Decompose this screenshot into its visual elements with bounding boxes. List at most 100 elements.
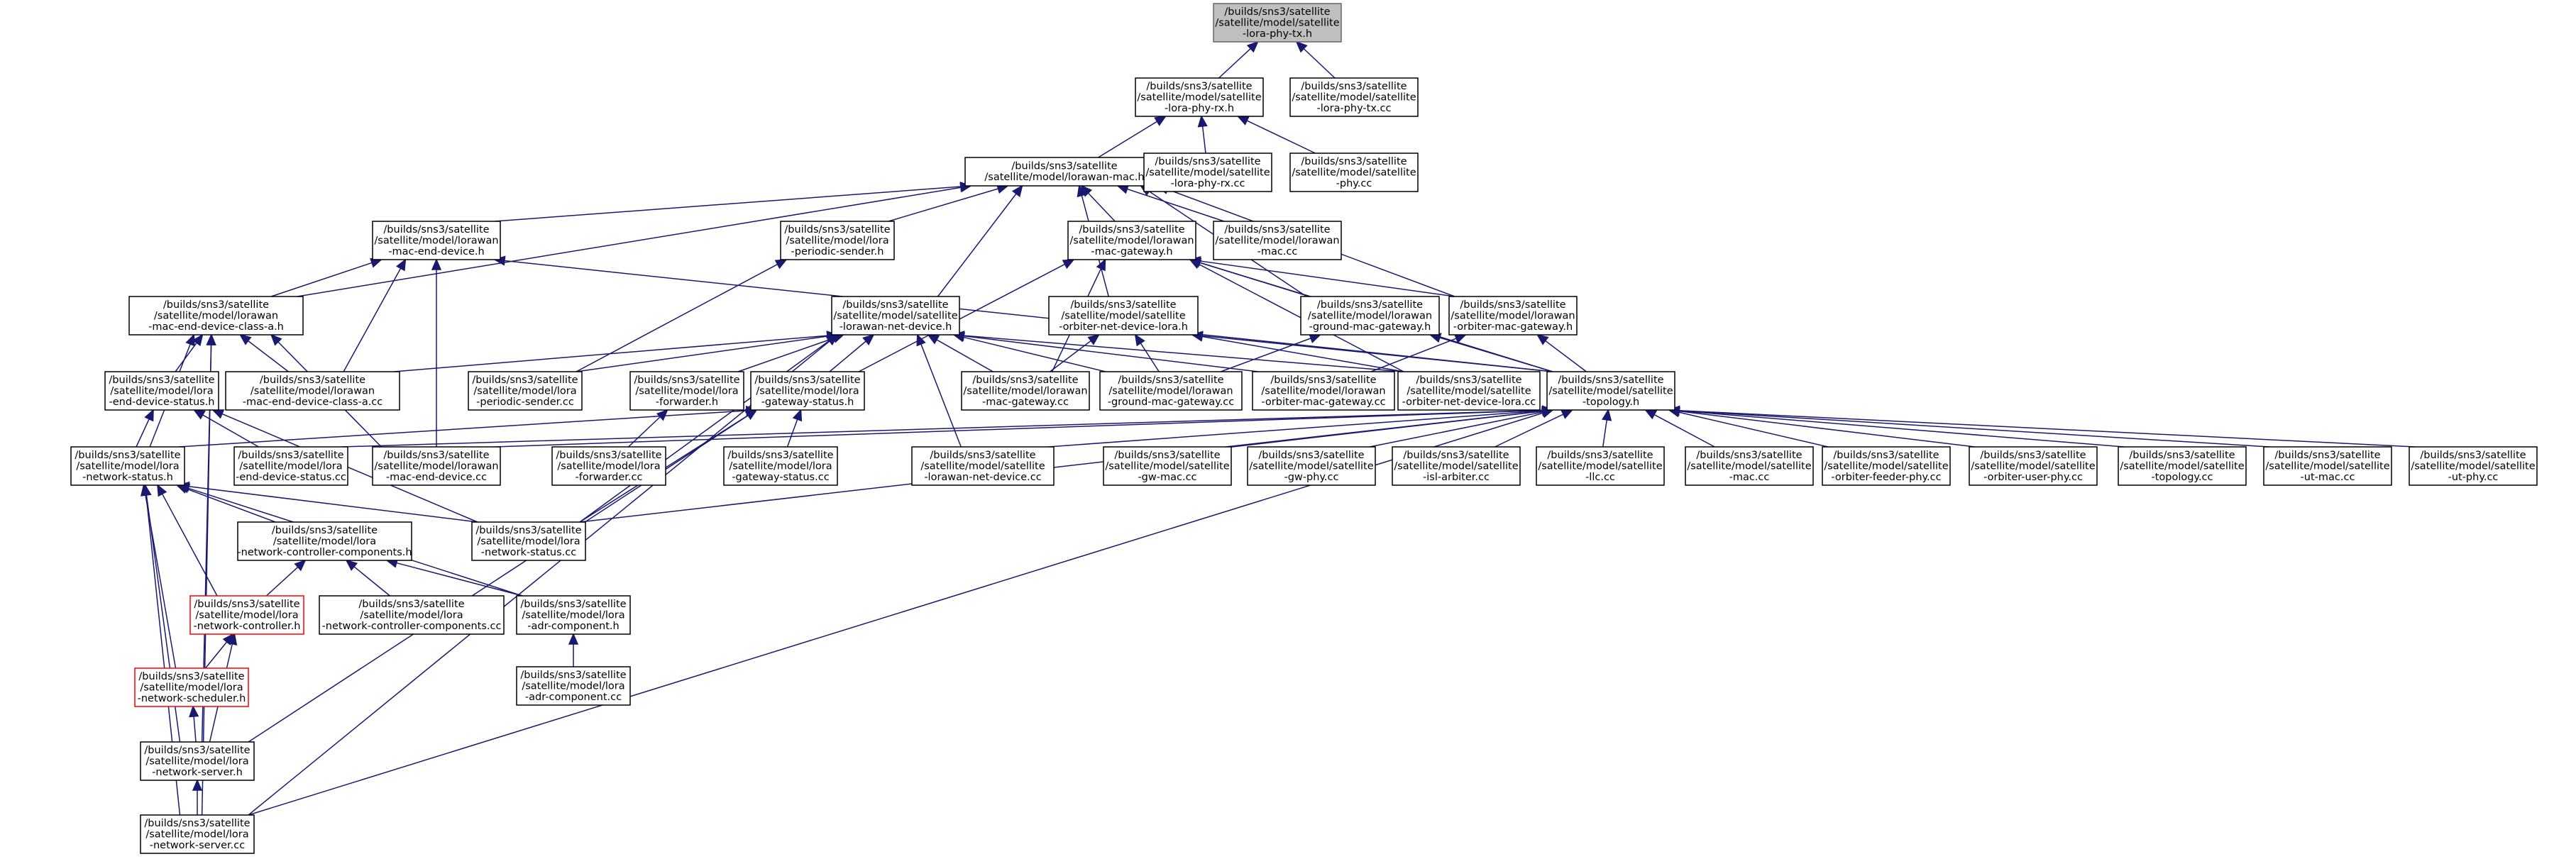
node-label-line: /builds/sns3/satellite [138,671,244,682]
arrowhead [1197,115,1208,128]
arrowhead [1453,333,1468,344]
file-node-class-a-cc[interactable]: /builds/sns3/satellite/satellite/model/l… [225,371,400,411]
node-box [1048,296,1199,336]
node-box [964,157,1165,187]
file-node-ground-mac-gateway-cc[interactable]: /builds/sns3/satellite/satellite/model/l… [1099,371,1243,411]
file-node-periodic-sender-cc[interactable]: /builds/sns3/satellite/satellite/model/l… [468,371,583,411]
node-label-line: /builds/sns3/satellite [1980,450,2086,461]
file-node-ncc-h[interactable]: /builds/sns3/satellite/satellite/model/l… [237,521,412,561]
node-box [1135,77,1264,117]
file-node-lorawan-mac-h[interactable]: /builds/sns3/satellite/satellite/model/l… [964,157,1165,187]
file-node-network-scheduler-h[interactable]: /builds/sns3/satellite/satellite/model/l… [134,667,249,707]
file-node-mac-gateway-h[interactable]: /builds/sns3/satellite/satellite/model/l… [1067,221,1196,260]
node-box [468,371,583,411]
node-label-line: -periodic-sender.cc [476,397,574,408]
file-node-ut-mac-cc[interactable]: /builds/sns3/satellite/satellite/model/s… [2263,446,2392,486]
file-node-gateway-status-h[interactable]: /builds/sns3/satellite/satellite/model/l… [750,371,865,411]
node-box [104,371,219,411]
file-node-orbiter-net-device-lora-cc[interactable]: /builds/sns3/satellite/satellite/model/s… [1397,371,1541,411]
arrowhead [568,633,579,645]
node-box [961,371,1090,411]
arrowhead [1602,409,1612,421]
file-node-orbiter-net-device-lora-h[interactable]: /builds/sns3/satellite/satellite/model/s… [1048,296,1199,336]
node-label-line: /satellite/model/lora [635,385,738,397]
dependency-edge [1127,188,1225,222]
arrowhead [141,484,152,497]
node-label-line: /builds/sns3/satellite [144,818,250,829]
file-node-lora-phy-tx-cc[interactable]: /builds/sns3/satellite/satellite/model/s… [1289,77,1419,117]
node-box [140,741,255,781]
dependency-edge [858,263,1065,372]
file-node-orbiter-feeder-phy-cc[interactable]: /builds/sns3/satellite/satellite/model/s… [1822,446,1951,486]
file-node-gw-mac-cc[interactable]: /builds/sns3/satellite/satellite/model/s… [1103,446,1232,486]
node-label-line: /builds/sns3/satellite [1301,156,1407,167]
node-label-line: /satellite/model/lora [239,460,342,472]
node-box [1536,446,1665,486]
file-node-gw-phy-cc[interactable]: /builds/sns3/satellite/satellite/model/s… [1247,446,1376,486]
file-node-llc-cc[interactable]: /builds/sns3/satellite/satellite/model/s… [1536,446,1665,486]
node-label-line: /satellite/model/lora [522,609,624,621]
node-label-line: /satellite/model/satellite [1971,460,2095,472]
node-box [1546,371,1675,411]
file-node-topology-cc[interactable]: /builds/sns3/satellite/satellite/model/s… [2118,446,2247,486]
node-box [911,446,1055,486]
node-label-line: /builds/sns3/satellite [2129,450,2235,461]
file-node-ut-phy-cc[interactable]: /builds/sns3/satellite/satellite/model/s… [2409,446,2538,486]
file-node-periodic-sender-h[interactable]: /builds/sns3/satellite/satellite/model/l… [780,221,895,260]
dependency-edge [270,262,373,297]
dependency-edge [265,566,299,597]
arrowhead [431,258,442,270]
file-node-forwarder-cc[interactable]: /builds/sns3/satellite/satellite/model/l… [551,446,666,486]
arrowhead [192,409,206,420]
dependency-edge [341,409,1543,448]
file-node-class-a-h[interactable]: /builds/sns3/satellite/satellite/model/l… [128,296,304,336]
file-node-mac-gateway-cc[interactable]: /builds/sns3/satellite/satellite/model/l… [961,371,1090,411]
file-node-lorawan-net-device-cc[interactable]: /builds/sns3/satellite/satellite/model/s… [911,446,1055,486]
file-node-phy-cc[interactable]: /builds/sns3/satellite/satellite/model/s… [1289,153,1419,192]
node-label-line: -isl-arbiter.cc [1423,472,1490,483]
file-node-ncc-cc[interactable]: /builds/sns3/satellite/satellite/model/l… [319,595,505,635]
file-node-forwarder-h[interactable]: /builds/sns3/satellite/satellite/model/l… [629,371,744,411]
file-node-lorawan-mac-cc[interactable]: /builds/sns3/satellite/satellite/model/l… [1213,221,1342,260]
file-node-lora-phy-rx-cc[interactable]: /builds/sns3/satellite/satellite/model/s… [1143,153,1272,192]
file-node-topology-h[interactable]: /builds/sns3/satellite/satellite/model/s… [1546,371,1675,411]
node-label-line: -lora-phy-rx.h [1165,103,1234,114]
file-node-orbiter-mac-gateway-h[interactable]: /builds/sns3/satellite/satellite/model/l… [1448,296,1578,336]
file-node-ground-mac-gateway-h[interactable]: /builds/sns3/satellite/satellite/model/l… [1300,296,1440,336]
file-node-orbiter-mac-gateway-cc[interactable]: /builds/sns3/satellite/satellite/model/l… [1252,371,1395,411]
dependency-edge [1303,48,1336,79]
file-node-isl-arbiter-cc[interactable]: /builds/sns3/satellite/satellite/model/s… [1392,446,1521,486]
node-label-line: /satellite/model/lorawan [251,385,375,397]
node-box [471,521,586,561]
file-node-end-device-status-cc[interactable]: /builds/sns3/satellite/satellite/model/l… [233,446,348,486]
node-box [1969,446,2098,486]
file-node-network-server-cc[interactable]: /builds/sns3/satellite/satellite/model/l… [140,814,255,854]
node-label-line: /satellite/model/satellite [2411,460,2535,472]
file-node-orbiter-user-phy-cc[interactable]: /builds/sns3/satellite/satellite/model/s… [1969,446,2098,486]
file-node-lora-phy-tx-h[interactable]: /builds/sns3/satellite/satellite/model/s… [1213,3,1342,43]
file-node-mac-end-device-h[interactable]: /builds/sns3/satellite/satellite/model/l… [372,221,501,260]
node-box [516,666,631,706]
file-node-lora-phy-rx-h[interactable]: /builds/sns3/satellite/satellite/model/s… [1135,77,1264,117]
node-label-line: /satellite/model/satellite [1145,167,1270,178]
node-label-line: /satellite/model/lorawan [1069,235,1194,246]
file-node-lorawan-net-device-h[interactable]: /builds/sns3/satellite/satellite/model/s… [831,296,960,336]
file-node-network-status-cc[interactable]: /builds/sns3/satellite/satellite/model/l… [471,521,586,561]
arrowhead [1011,184,1023,198]
node-label-line: /satellite/model/lorawan [1261,385,1385,397]
node-box [372,446,501,486]
node-label-line: -mac-end-device.cc [386,472,487,483]
file-node-adr-component-cc[interactable]: /builds/sns3/satellite/satellite/model/l… [516,666,631,706]
file-node-gateway-status-cc[interactable]: /builds/sns3/satellite/satellite/model/l… [723,446,838,486]
node-label-line: -mac-end-device-class-a.h [148,321,284,333]
file-node-mac-end-device-cc[interactable]: /builds/sns3/satellite/satellite/model/l… [372,446,501,486]
file-node-adr-component-h[interactable]: /builds/sns3/satellite/satellite/model/l… [516,595,631,635]
node-label-line: -lora-phy-rx.cc [1171,178,1245,189]
dependency-edge [1678,410,2270,448]
node-box [1685,446,1814,486]
file-node-mac-cc[interactable]: /builds/sns3/satellite/satellite/model/s… [1685,446,1814,486]
file-node-network-controller-h[interactable]: /builds/sns3/satellite/satellite/model/l… [189,595,304,635]
file-node-network-server-h[interactable]: /builds/sns3/satellite/satellite/model/l… [140,741,255,781]
file-node-network-status-h[interactable]: /builds/sns3/satellite/satellite/model/l… [70,446,185,486]
file-node-end-device-status-h[interactable]: /builds/sns3/satellite/satellite/model/l… [104,371,219,411]
